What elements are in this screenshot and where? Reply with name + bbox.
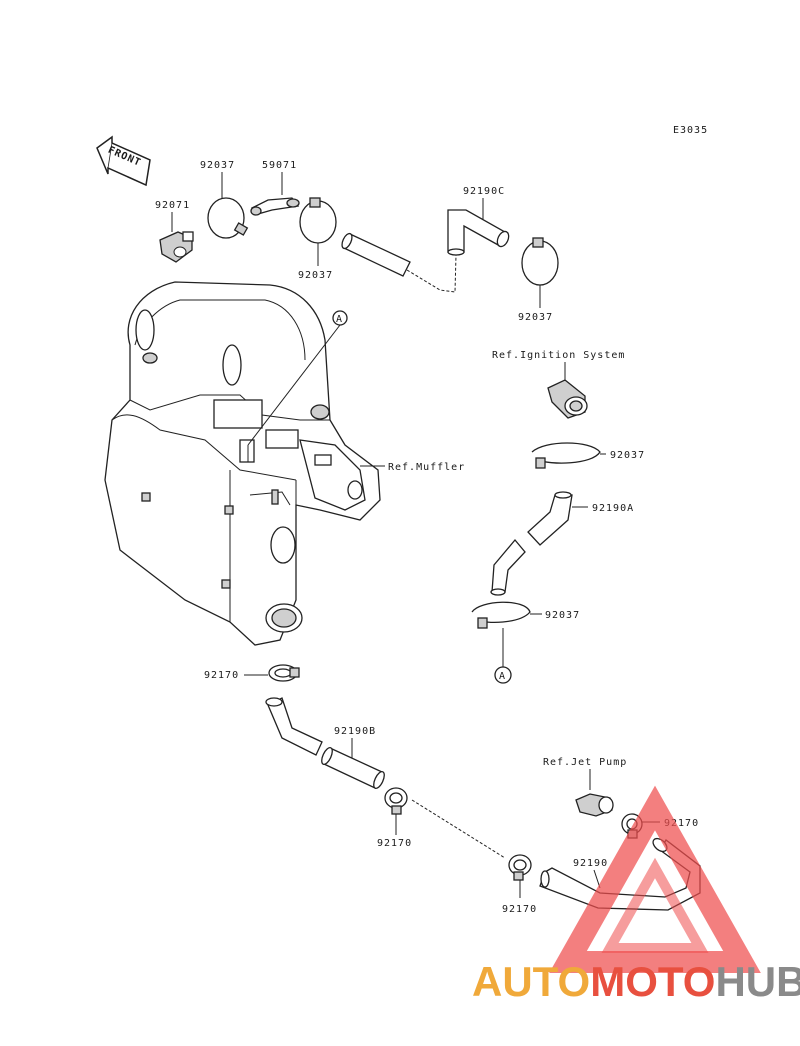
front-arrow-icon: FRONT xyxy=(96,135,151,187)
callout-a-bottom-label: A xyxy=(499,671,506,682)
ref-ignition-system: Ref.Ignition System xyxy=(492,350,625,361)
clamp-92170-b xyxy=(384,787,408,815)
part-label-92190: 92190 xyxy=(573,858,608,869)
part-label-92170-c: 92170 xyxy=(502,904,537,915)
part-label-92190A: 92190A xyxy=(592,503,634,514)
part-label-92037-c: 92037 xyxy=(518,312,553,323)
clamp-92170-c xyxy=(508,854,532,881)
clamp-92037-d xyxy=(531,442,601,469)
ignition-fitting xyxy=(547,379,588,419)
part-label-92037-d: 92037 xyxy=(610,450,645,461)
watermark-text: AUTOMOTOHUB xyxy=(472,958,800,1005)
part-label-92037-a: 92037 xyxy=(200,160,235,171)
cap-92071 xyxy=(159,231,194,263)
clamp-92037-b xyxy=(299,197,337,244)
part-label-92170-a: 92170 xyxy=(204,670,239,681)
ref-muffler: Ref.Muffler xyxy=(388,462,465,473)
part-label-92071: 92071 xyxy=(155,200,190,211)
part-label-92190C: 92190C xyxy=(463,186,505,197)
hose-92190C xyxy=(341,209,510,277)
part-label-92170-b: 92170 xyxy=(377,838,412,849)
part-label-92190B: 92190B xyxy=(334,726,376,737)
fitting-59071 xyxy=(250,197,300,216)
part-label-92037-e: 92037 xyxy=(545,610,580,621)
callout-a-top-label: A xyxy=(336,314,343,325)
hose-92190A xyxy=(490,491,573,596)
clamp-92037-a xyxy=(207,197,249,239)
ref-jet-pump: Ref.Jet Pump xyxy=(543,757,627,768)
clamp-92170-a xyxy=(268,664,300,682)
watermark-auto: AUTO xyxy=(472,958,590,1005)
watermark-moto: MOTO xyxy=(590,958,715,1005)
automotohub-watermark: AUTOMOTOHUB xyxy=(472,785,800,1005)
jet-pump-fitting xyxy=(575,793,614,817)
clamp-92037-c xyxy=(521,237,559,286)
watermark-hub: HUB xyxy=(715,958,800,1005)
callout-a-bottom xyxy=(494,666,512,684)
clamp-92037-e xyxy=(471,601,531,629)
part-label-92170-d: 92170 xyxy=(664,818,699,829)
hose-92190B xyxy=(265,697,385,789)
watermark-triangle-icon xyxy=(549,785,761,973)
part-label-59071: 59071 xyxy=(262,160,297,171)
exhaust-manifold-assembly xyxy=(104,281,381,646)
diagram-code: E3035 xyxy=(673,125,708,136)
part-label-92037-b: 92037 xyxy=(298,270,333,281)
